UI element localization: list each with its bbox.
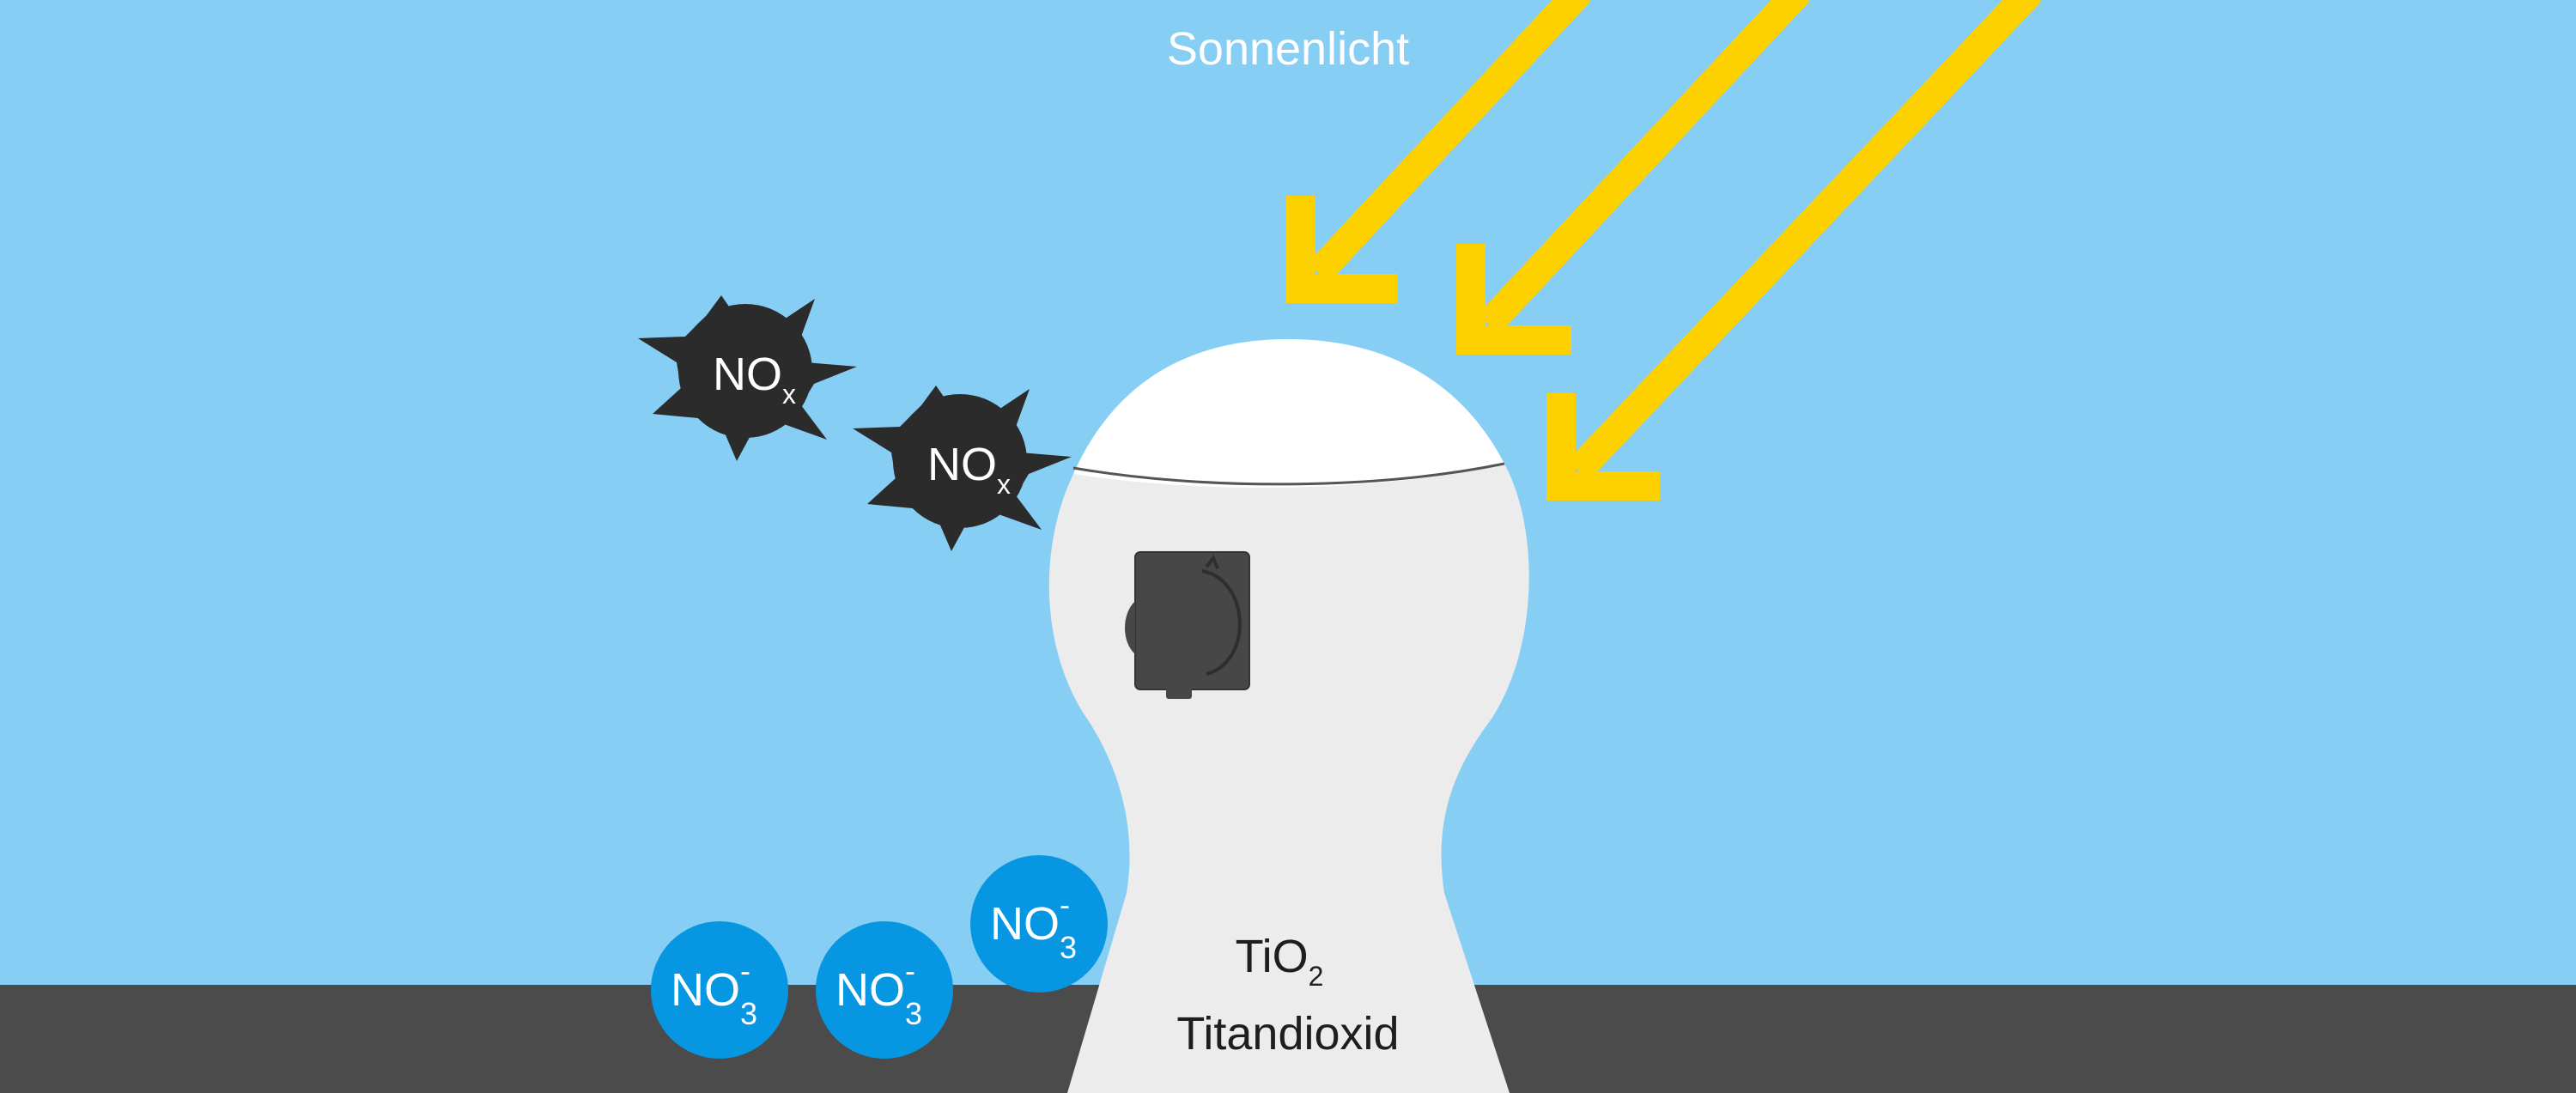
pollutant-label-sub: x (997, 469, 1011, 500)
sun-ray-3 (1546, 0, 2042, 501)
nitrate-ion: NO- 3 (816, 921, 953, 1059)
pollutant-label: NOx (713, 349, 796, 410)
pollutant-core (678, 304, 812, 438)
sun-ray-1 (1286, 0, 1591, 303)
material-name: Titandioxid (1176, 1008, 1399, 1060)
material-formula: TiO2 (1236, 931, 1324, 992)
pollutant-particle: NOx (638, 295, 857, 461)
pollutant-label-sub: x (782, 379, 796, 410)
nitrate-label-sup: - (905, 953, 915, 988)
nitrate-label-base: NO (990, 898, 1060, 950)
sunlight-label: Sonnenlicht (1167, 23, 1409, 75)
pollutant-label: NOx (927, 439, 1011, 500)
nitrate-label-sub: 3 (905, 996, 922, 1031)
sun-ray-2 (1456, 0, 1810, 355)
socket-latch (1205, 555, 1219, 569)
material-formula-sub: 2 (1309, 961, 1324, 992)
lamp-cap (1073, 339, 1504, 488)
nitrate-label-base: NO (671, 964, 740, 1016)
socket-tab-bottom (1166, 687, 1192, 699)
nitrate-label: NO- 3 (835, 953, 922, 1031)
pollutant-particle: NOx (853, 386, 1072, 551)
nitrate-label-sup: - (1060, 887, 1070, 922)
socket-cover-arc (1201, 569, 1242, 676)
nitrate-label-sub: 3 (1060, 930, 1077, 965)
socket-plate (1134, 551, 1250, 690)
sun-rays (1286, 0, 2042, 501)
nitrate-label: NO- 3 (990, 887, 1077, 965)
nitrate-core (970, 855, 1108, 993)
pollutant-label-base: NO (927, 439, 997, 490)
nitrate-label-sup: - (740, 953, 750, 988)
pollutant-core (893, 394, 1027, 528)
pollutant-label-base: NO (713, 349, 782, 400)
nitrate-label: NO- 3 (671, 953, 757, 1031)
nitrate-core (651, 921, 788, 1059)
nitrate-ion: NO- 3 (651, 921, 788, 1059)
material-formula-base: TiO (1236, 931, 1309, 982)
lamp-cap-seam (1072, 462, 1505, 486)
socket-side-bump (1125, 601, 1135, 654)
nitrate-ion: NO- 3 (970, 855, 1108, 993)
nitrate-label-base: NO (835, 964, 905, 1016)
nitrate-core (816, 921, 953, 1059)
nitrate-label-sub: 3 (740, 996, 757, 1031)
socket (1125, 551, 1250, 699)
